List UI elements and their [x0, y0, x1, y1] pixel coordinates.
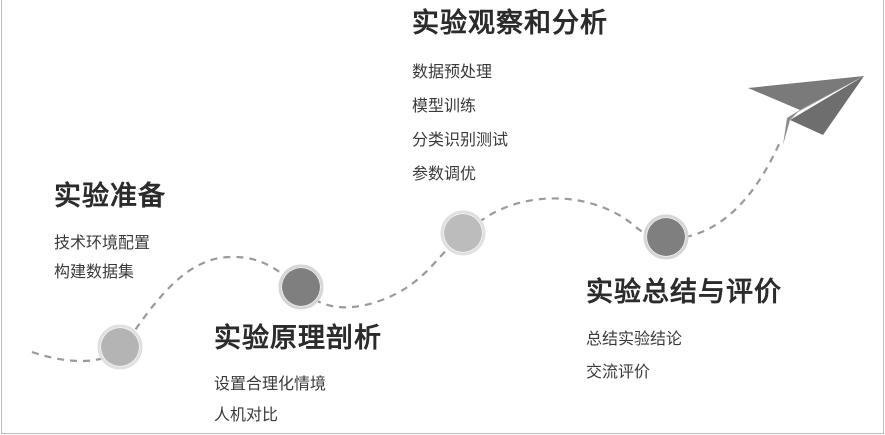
dashed-flow-path [31, 141, 782, 363]
stage-item: 数据预处理 [412, 62, 493, 81]
stage-observation-analysis: 实验观察和分析 数据预处理 模型训练 分类识别测试 参数调优 [412, 7, 608, 191]
stage-title: 实验总结与评价 [586, 277, 782, 308]
stage-item-list: 设置合理化情境 人机对比 [214, 368, 382, 430]
stage-item: 交流评价 [586, 362, 651, 381]
stage-node-1 [97, 324, 143, 370]
stage-item-list: 技术环境配置 构建数据集 [54, 228, 166, 286]
stage-item-list: 数据预处理 模型训练 分类识别测试 参数调优 [412, 55, 608, 191]
stage-item: 分类识别测试 [412, 130, 509, 149]
stage-item: 参数调优 [412, 164, 477, 183]
stage-item: 模型训练 [412, 96, 477, 115]
stage-principle-analysis: 实验原理剖析 设置合理化情境 人机对比 [214, 322, 382, 430]
stage-item: 技术环境配置 [54, 233, 151, 252]
stage-title: 实验观察和分析 [412, 8, 608, 39]
stage-title: 实验原理剖析 [214, 323, 382, 354]
stage-item-list: 总结实验结论 交流评价 [586, 322, 782, 388]
stage-summary-evaluation: 实验总结与评价 总结实验结论 交流评价 [586, 276, 782, 388]
stage-experiment-preparation: 实验准备 技术环境配置 构建数据集 [54, 180, 166, 286]
stage-item: 总结实验结论 [586, 329, 683, 348]
stage-title: 实验准备 [54, 181, 166, 212]
stage-node-4 [643, 214, 689, 260]
stage-item: 人机对比 [214, 405, 279, 424]
stage-node-2 [278, 264, 324, 310]
stage-item: 设置合理化情境 [214, 374, 327, 393]
paper-plane-icon [748, 76, 864, 145]
stage-node-3 [440, 210, 486, 256]
stage-item: 构建数据集 [54, 262, 135, 281]
